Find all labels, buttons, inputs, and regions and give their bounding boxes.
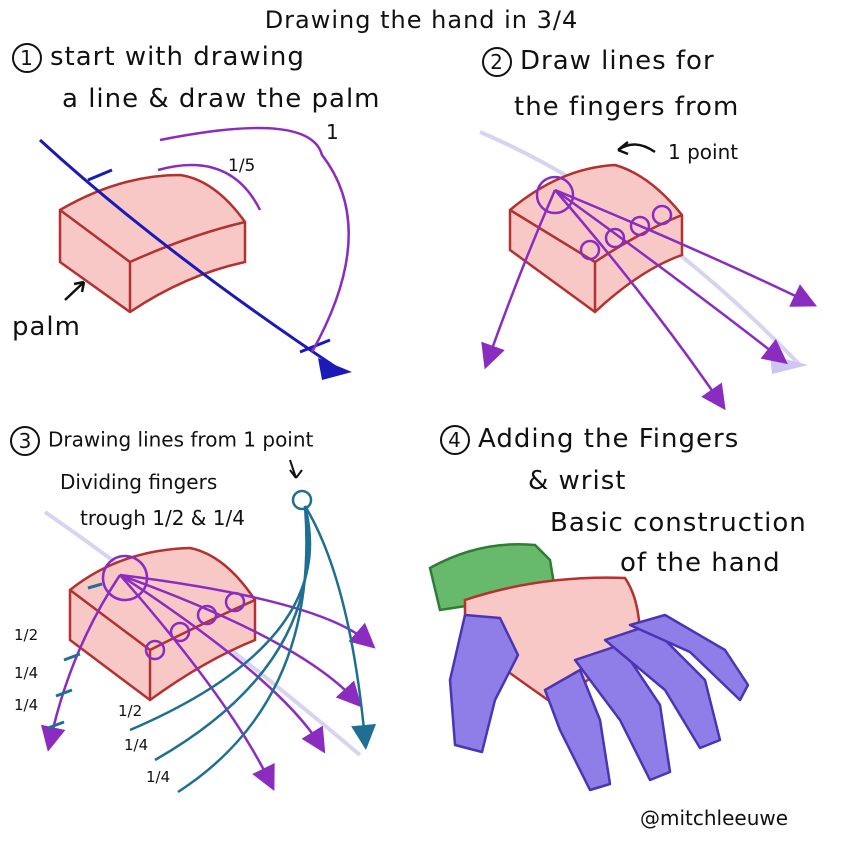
panel-2-guide-arrowhead: [770, 355, 808, 374]
page-title: Drawing the hand in 3/4: [264, 6, 579, 34]
step-4-number: 4: [440, 424, 470, 455]
step-3-line2: Dividing fingers: [60, 470, 218, 494]
fraction-bottom-half: 1/2: [118, 702, 143, 720]
panel-3-left-ticks: [47, 582, 103, 730]
step-3-line1: Drawing lines from 1 point: [48, 427, 314, 452]
step-4-line2: & wrist: [528, 466, 627, 496]
step-1-number: 1: [12, 42, 42, 73]
panel-1-palm: [58, 173, 247, 314]
palm-label: palm: [12, 312, 81, 342]
panel-1-guide-arrowhead: [318, 358, 352, 380]
fraction-bottom-quarter-1: 1/4: [124, 736, 149, 754]
step-3-line3: trough 1/2 & 1/4: [80, 506, 245, 530]
panel-1-palm-arrow: [64, 280, 86, 301]
panel-4-fingers: [448, 613, 750, 792]
panel-1-length-bracket: [159, 126, 350, 353]
step-2-line1: Draw lines for: [520, 46, 715, 76]
step-2-number: 2: [482, 46, 512, 77]
panel-1-guide-line: [38, 138, 341, 372]
step-1-line2: a line & draw the palm: [62, 84, 381, 114]
panel-1-tick-top: [87, 168, 113, 182]
panel-2-finger-lines: [481, 175, 818, 411]
panel-3-arc-lines: [129, 489, 377, 794]
length-one-label: 1: [326, 120, 339, 144]
panel-1-fifth-bracket: [157, 163, 262, 211]
step-3-heading: 3 Drawing lines from 1 point: [10, 426, 313, 456]
step-3-number: 3: [10, 426, 40, 456]
fraction-left-half: 1/2: [14, 626, 39, 644]
step-4-line3: Basic construction: [550, 508, 807, 538]
step-4-heading: 4 Adding the Fingers: [440, 424, 739, 455]
panel-2-point-arrow: [617, 141, 656, 156]
step-1-line1: start with drawing: [50, 42, 305, 72]
step-4-line4: of the hand: [620, 548, 781, 578]
step-1-heading: 1 start with drawing: [12, 42, 305, 73]
panel-3-point-arrow: [289, 459, 303, 479]
step-2-line2: the fingers from: [514, 92, 740, 122]
step-2-heading: 2 Draw lines for: [482, 46, 715, 77]
step-4-line1: Adding the Fingers: [478, 424, 740, 454]
step-2-line3: 1 point: [668, 140, 739, 164]
credit-handle: @mitchleeuwe: [640, 806, 789, 830]
fraction-left-quarter-1: 1/4: [14, 664, 39, 682]
one-fifth-label: 1/5: [228, 156, 256, 176]
fraction-left-quarter-2: 1/4: [14, 696, 39, 714]
fraction-bottom-quarter-2: 1/4: [146, 768, 171, 786]
